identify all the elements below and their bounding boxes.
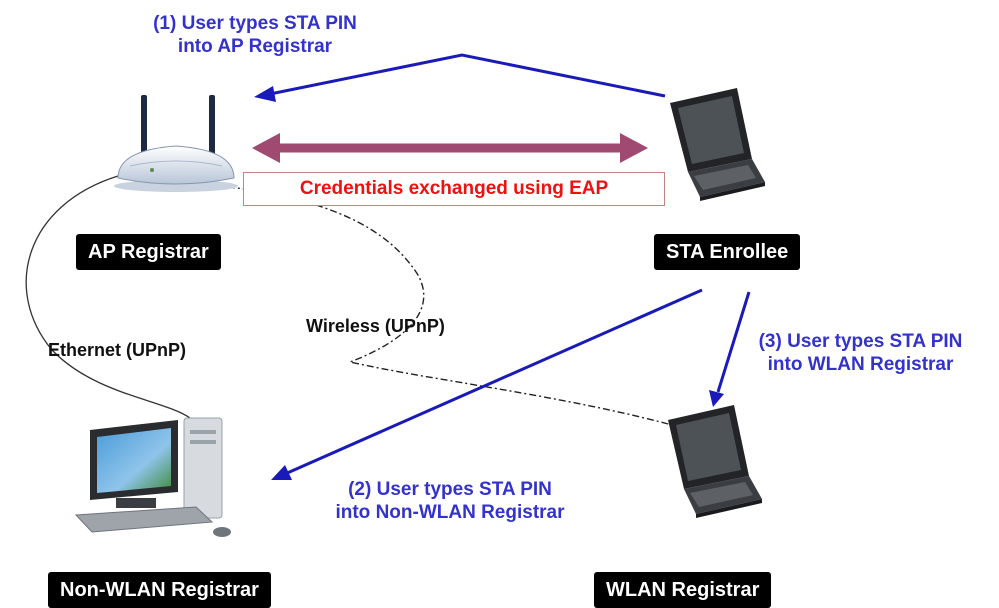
laptop-icon (670, 88, 765, 201)
wireless-label: Wireless (UPnP) (306, 316, 445, 336)
non-wlan-registrar-label: Non-WLAN Registrar (48, 572, 271, 608)
wireless-link (212, 184, 673, 426)
step2-annotation: (2) User types STA PIN into Non-WLAN Reg… (305, 478, 595, 524)
sta-enrollee-label: STA Enrollee (654, 234, 801, 270)
desktop-computer-icon (74, 417, 231, 537)
step3-annotation: (3) User types STA PIN into WLAN Registr… (738, 330, 983, 376)
ethernet-label: Ethernet (UPnP) (48, 340, 187, 360)
step2-line1: (2) User types STA PIN (348, 479, 552, 500)
laptop-icon (668, 405, 762, 518)
step1-annotation: (1) User types STA PIN into AP Registrar (105, 12, 405, 58)
eap-double-arrow (252, 133, 648, 163)
step2-line2: into Non-WLAN Registrar (335, 502, 565, 523)
wlan-registrar-label: WLAN Registrar (594, 572, 772, 608)
eap-credentials-label: Credentials exchanged using EAP (243, 172, 665, 206)
step1-arrow (254, 53, 666, 102)
step1-line2: into AP Registrar (177, 36, 333, 57)
router-icon (114, 95, 238, 192)
ap-registrar-label: AP Registrar (76, 234, 221, 270)
step3-arrow (709, 291, 751, 407)
ethernet-link (25, 175, 191, 419)
step2-arrow (271, 288, 703, 480)
step3-line2: into WLAN Registrar (767, 354, 954, 375)
step3-line1: (3) User types STA PIN (758, 331, 963, 352)
step1-line1: (1) User types STA PIN (153, 13, 357, 34)
